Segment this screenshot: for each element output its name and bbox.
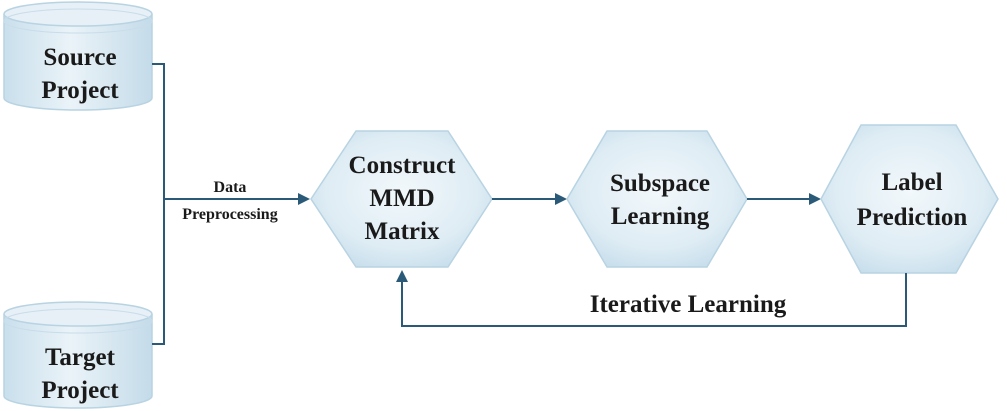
merge-connector — [152, 63, 310, 345]
target-project-label-line2: Project — [41, 377, 119, 404]
construct-mmd-label-line1: Construct — [349, 152, 457, 179]
subspace-learning-node: Subspace Learning — [566, 130, 748, 268]
source-cylinder-ring — [3, 8, 153, 34]
label-prediction-label-line1: Label — [881, 169, 942, 196]
target-cylinder-ring — [3, 308, 153, 334]
source-cylinder-body — [3, 14, 153, 111]
construct-mmd-label-line2: MMD — [369, 185, 434, 212]
merge-bracket-line — [152, 63, 165, 345]
data-preprocessing-label-line1: Data — [214, 179, 247, 196]
construct-mmd-node: Construct MMD Matrix — [310, 130, 493, 268]
label-prediction-node: Label Prediction — [820, 124, 999, 274]
iterative-feedback-arrow — [396, 270, 907, 327]
target-cylinder-body — [3, 314, 153, 409]
construct-mmd-label-line3: Matrix — [365, 218, 440, 245]
target-project-node: Target Project — [3, 301, 153, 409]
iterative-learning-label: Iterative Learning — [590, 291, 787, 318]
source-project-label-line1: Source — [43, 44, 116, 71]
target-cylinder-top — [3, 301, 153, 327]
source-project-label-line2: Project — [41, 77, 119, 104]
subspace-learning-label-line2: Learning — [611, 203, 710, 230]
source-cylinder-top — [3, 1, 153, 27]
subspace-learning-hexagon — [566, 130, 748, 268]
label-prediction-hexagon — [820, 124, 999, 274]
label-prediction-label-line2: Prediction — [857, 204, 968, 231]
data-preprocessing-label-line2: Preprocessing — [182, 206, 277, 223]
source-project-node: Source Project — [3, 1, 153, 111]
subspace-learning-label-line1: Subspace — [610, 170, 710, 197]
target-project-label-line1: Target — [45, 344, 116, 371]
